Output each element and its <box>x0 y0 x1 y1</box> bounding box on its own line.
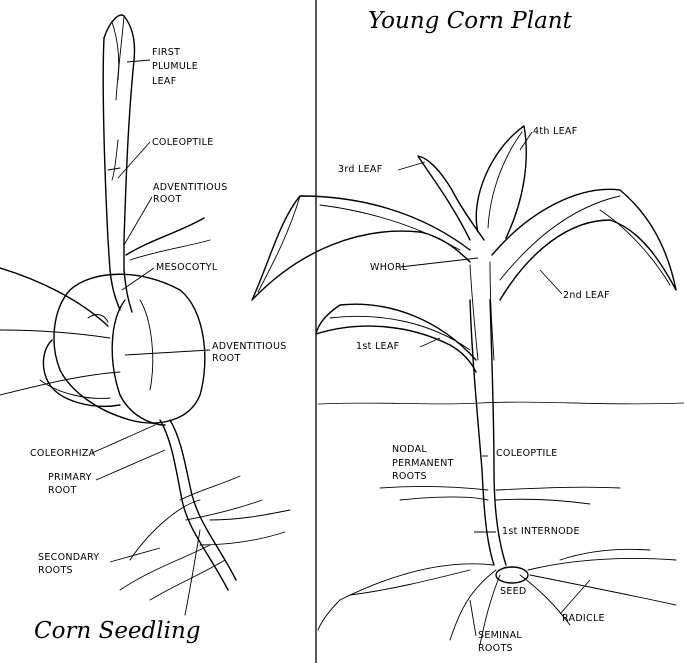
right-labels: 4th LEAF 3rd LEAF WHORL 2nd LEAF 1st LEA… <box>338 126 610 654</box>
label-coleoptile-right: COLEOPTILE <box>496 448 558 459</box>
label-primary-root-1: PRIMARY <box>48 472 92 483</box>
label-secondary-roots-1: SECONDARY <box>38 552 99 563</box>
label-radicle: RADICLE <box>562 613 605 624</box>
label-adventitious-root-mid-1: ADVENTITIOUS <box>212 341 287 352</box>
label-first-plumule-leaf-2: PLUMULE <box>152 61 198 72</box>
label-nodal-permanent-roots-3: ROOTS <box>392 471 427 482</box>
right-leader-lines <box>397 131 591 637</box>
left-labels: FIRST PLUMULE LEAF COLEOPTILE ADVENTITIO… <box>30 47 287 576</box>
label-coleorhiza: COLEORHIZA <box>30 448 96 459</box>
label-seed: SEED <box>500 586 527 597</box>
label-nodal-permanent-roots-1: NODAL <box>392 444 427 455</box>
label-adventitious-root-top-2: ROOT <box>153 194 182 205</box>
label-1st-leaf: 1st LEAF <box>356 341 399 352</box>
label-secondary-roots-2: ROOTS <box>38 565 73 576</box>
label-primary-root-2: ROOT <box>48 485 77 496</box>
label-seminal-roots-2: ROOTS <box>478 643 513 654</box>
label-seminal-roots-1: SEMINAL <box>478 630 522 641</box>
label-3rd-leaf: 3rd LEAF <box>338 164 383 175</box>
corn-seedling-drawing <box>0 14 291 616</box>
label-coleoptile-left: COLEOPTILE <box>152 137 214 148</box>
label-4th-leaf: 4th LEAF <box>533 126 577 137</box>
left-leader-lines <box>91 59 211 563</box>
label-first-plumule-leaf-1: FIRST <box>152 47 180 58</box>
label-adventitious-root-mid-2: ROOT <box>212 353 241 364</box>
label-1st-internode: 1st INTERNODE <box>502 526 580 537</box>
label-adventitious-root-top-1: ADVENTITIOUS <box>153 182 228 193</box>
label-whorl: WHORL <box>370 262 408 273</box>
label-2nd-leaf: 2nd LEAF <box>563 290 610 301</box>
label-mesocotyl: MESOCOTYL <box>156 262 218 273</box>
label-first-plumule-leaf-3: LEAF <box>152 76 176 87</box>
young-corn-plant-drawing <box>251 125 677 646</box>
soil-line <box>317 401 684 405</box>
label-nodal-permanent-roots-2: PERMANENT <box>392 458 454 469</box>
title-corn-seedling: Corn Seedling <box>34 618 201 644</box>
title-young-corn-plant: Young Corn Plant <box>368 8 573 34</box>
